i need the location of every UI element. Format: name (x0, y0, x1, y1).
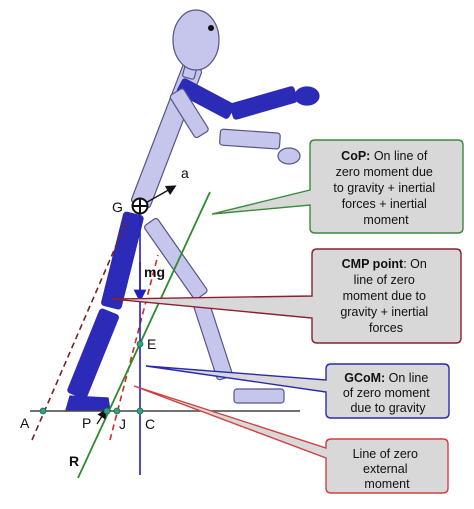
cop-line-1: zero moment due (336, 165, 433, 179)
label-r: R (69, 453, 79, 469)
cmp-line-4: forces (369, 321, 403, 335)
marker-p (103, 407, 111, 415)
point-markers (39, 340, 144, 415)
gcom-line-0: On line (385, 371, 428, 385)
cmp-title: CMP point (342, 257, 404, 271)
cop-line-3: forces + inertial (342, 197, 427, 211)
back-upper-arm (219, 128, 281, 150)
front-foot (65, 395, 111, 411)
cop-line-0: On line of (370, 149, 428, 163)
marker-j (113, 407, 121, 415)
front-upper-arm (176, 78, 235, 119)
zero-line-1: external (363, 462, 407, 476)
callout-cop: CoP: On line of zero moment due to gravi… (211, 139, 464, 234)
cmp-line-0: : On (403, 257, 427, 271)
marker-e (136, 340, 144, 348)
figure (65, 9, 320, 411)
cmp-line-2: moment due to (343, 289, 426, 303)
marker-a (39, 407, 47, 415)
marker-c (136, 407, 144, 415)
label-j: J (119, 416, 126, 432)
svg-text:Line of zero external: Line of zero external moment (353, 447, 422, 491)
com-marker (131, 197, 149, 215)
zero-line-0: Line of zero (353, 447, 418, 461)
front-forearm-light (169, 88, 209, 139)
back-hand (277, 147, 301, 165)
cmp-line-3: gravity + inertial (340, 305, 428, 319)
callout-cmp: CMP point: On line of zero moment due to… (111, 248, 462, 344)
callout-gcom: GCoM: On line of zero moment due to grav… (145, 363, 450, 419)
reaction-line (77, 191, 211, 479)
gcom-title: GCoM: (344, 371, 385, 385)
head (172, 9, 220, 71)
label-c: C (145, 416, 155, 432)
front-forearm (229, 86, 298, 120)
back-foot (233, 388, 285, 404)
eye (208, 25, 214, 31)
zero-line-2: moment (364, 477, 410, 491)
svg-text:CMP point: On line of ze: CMP point: On line of zero moment due to… (340, 257, 431, 335)
label-g: G (112, 199, 123, 215)
front-shank (67, 308, 119, 399)
gcom-line-1: of zero moment (343, 386, 430, 400)
cop-line-4: moment (363, 213, 409, 227)
a-dashed-line (31, 217, 129, 441)
svg-text:CoP: On line of zero mom: CoP: On line of zero moment due to gravi… (333, 149, 438, 227)
label-p: P (82, 415, 91, 431)
front-hand (294, 86, 320, 106)
callout-zero-moment: Line of zero external moment (133, 385, 449, 494)
label-e: E (147, 336, 156, 352)
label-a: a (181, 165, 189, 181)
cmp-line-1: line of zero (354, 273, 415, 287)
gcom-line-2: due to gravity (350, 401, 426, 415)
back-thigh (144, 217, 208, 300)
label-a-point: A (20, 415, 30, 431)
cop-title: CoP: (341, 149, 370, 163)
label-mg: mg (144, 264, 165, 280)
cop-line-2: to gravity + inertial (333, 181, 435, 195)
front-thigh (101, 211, 144, 310)
svg-text:GCoM: On line of zero mo: GCoM: On line of zero moment due to grav… (343, 371, 433, 415)
p-arrow (96, 408, 107, 425)
